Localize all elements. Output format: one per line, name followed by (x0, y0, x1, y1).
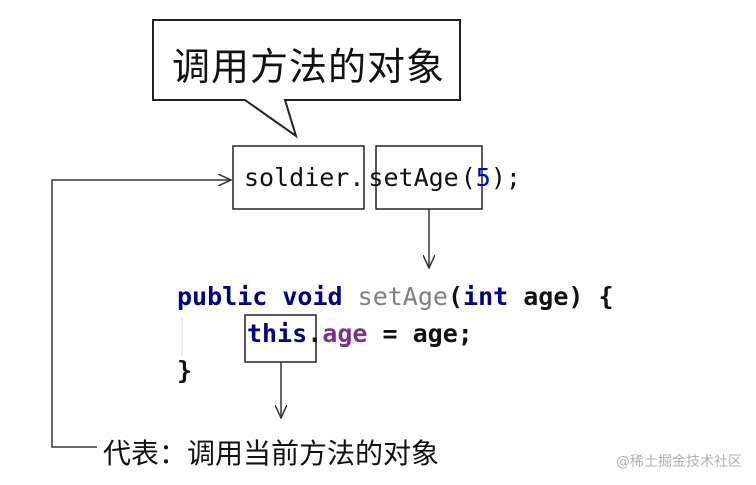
kw-public: public (177, 282, 268, 311)
dot: . (349, 163, 365, 192)
argument: 5 (475, 163, 491, 192)
open-paren: ( (460, 163, 476, 192)
kw-this: this (247, 319, 308, 348)
method-signature: public void setAge(int age) { (177, 282, 614, 311)
callout-label: 调用方法的对象 (172, 45, 446, 89)
object-box (232, 145, 365, 210)
method-name: setAge (357, 282, 448, 311)
brace: } (177, 356, 193, 385)
this-description: 代表：调用当前方法的对象 (103, 437, 440, 470)
param-name: age (523, 282, 569, 311)
callout-bubble (152, 19, 461, 139)
call-statement: soldier.setAge(5); (244, 163, 521, 192)
called-method: setAge (368, 163, 459, 192)
connector-line (51, 180, 231, 448)
object-name: soldier (244, 163, 350, 192)
method-body: this.age = age; (247, 319, 473, 348)
field-age: age (322, 319, 368, 348)
assignment: = age; (367, 319, 473, 348)
close-paren: ); (490, 163, 521, 192)
body-dot: . (307, 319, 323, 348)
kw-void: void (282, 282, 343, 311)
kw-int: int (463, 282, 509, 311)
watermark: @稀土掘金技术社区 (616, 454, 742, 470)
sig-close: ) { (568, 282, 614, 311)
closing-brace: } (177, 356, 192, 385)
sig-open: ( (447, 282, 464, 311)
